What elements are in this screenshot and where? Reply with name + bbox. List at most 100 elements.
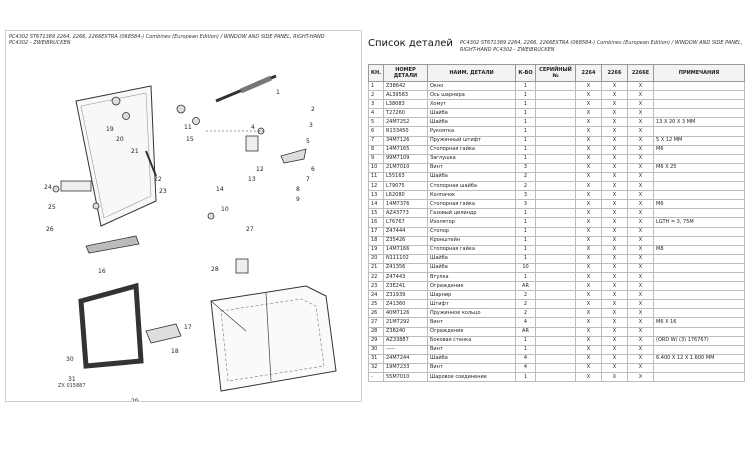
cell-applies-2266: X bbox=[601, 108, 628, 119]
cell-quantity: 1 bbox=[515, 253, 536, 264]
cell-applies-2266: X bbox=[601, 208, 628, 219]
cell-applies-2266e: X bbox=[627, 281, 654, 292]
cell-applies-2266e: X bbox=[627, 344, 654, 355]
cell-applies-2264: X bbox=[575, 244, 602, 255]
cell-part-number: Z38642 bbox=[383, 80, 428, 92]
cell-serial bbox=[535, 290, 576, 301]
cell-notes bbox=[653, 308, 745, 319]
cell-serial bbox=[535, 190, 576, 201]
cell-applies-2266e: X bbox=[627, 217, 654, 228]
cell-serial bbox=[535, 299, 576, 310]
cell-applies-2264: X bbox=[575, 308, 602, 319]
cell-part-number: R133450 bbox=[383, 126, 428, 137]
cell-notes bbox=[653, 235, 745, 246]
cell-quantity: 1 bbox=[515, 90, 536, 101]
handle bbox=[280, 148, 307, 164]
cell-applies-2264: X bbox=[575, 199, 602, 210]
cell-part-number: 14M7166 bbox=[383, 244, 428, 255]
cell-part-number: 34M7126 bbox=[383, 135, 428, 146]
cell-serial bbox=[535, 199, 576, 210]
cell-applies-2266e: X bbox=[627, 208, 654, 219]
pin-lower bbox=[52, 185, 60, 193]
parts-table: КН. НОМЕР ДЕТАЛИ НАИМ. ДЕТАЛИ К-ВО СЕРИЙ… bbox=[368, 64, 745, 383]
cell-serial bbox=[535, 217, 576, 228]
cell-applies-2266: X bbox=[601, 171, 628, 183]
cell-part-name: Изолятор bbox=[427, 217, 516, 228]
cell-notes: M6 bbox=[653, 144, 745, 155]
cell-part-name: Пружинный штифт bbox=[427, 135, 516, 146]
cell-applies-2266: X bbox=[601, 99, 628, 110]
cell-part-name: Шайба bbox=[427, 108, 516, 119]
cell-quantity: 10 bbox=[515, 262, 536, 273]
cell-serial bbox=[535, 271, 576, 283]
cell-serial bbox=[535, 90, 576, 101]
callout-8: 8 bbox=[296, 186, 300, 193]
callout-10: 10 bbox=[221, 206, 229, 213]
cell-part-number: 24M7252 bbox=[383, 117, 428, 128]
cell-quantity: 1 bbox=[515, 99, 536, 110]
cell-applies-2264: X bbox=[575, 326, 602, 337]
cell-applies-2266e: X bbox=[627, 299, 654, 310]
cell-applies-2264: X bbox=[575, 217, 602, 228]
cell-applies-2266e: X bbox=[627, 244, 654, 255]
cell-serial bbox=[535, 281, 576, 292]
cell-part-name: Окно bbox=[427, 80, 516, 92]
col-header-name: НАИМ. ДЕТАЛИ bbox=[427, 64, 516, 82]
cell-applies-2264: X bbox=[575, 80, 602, 92]
callout-2: 2 bbox=[311, 106, 315, 113]
cell-applies-2266: X bbox=[601, 317, 628, 328]
cell-part-number: Z41356 bbox=[383, 262, 428, 273]
callout-27: 27 bbox=[246, 226, 254, 233]
cell-applies-2264: X bbox=[575, 162, 602, 173]
cell-serial bbox=[535, 144, 576, 155]
callout-15: 15 bbox=[186, 136, 194, 143]
cell-serial bbox=[535, 171, 576, 183]
cell-applies-2266e: X bbox=[627, 135, 654, 146]
cell-quantity: AR bbox=[515, 281, 536, 292]
cell-serial bbox=[535, 126, 576, 137]
callout-1: 1 bbox=[276, 89, 280, 96]
cell-part-number: N111102 bbox=[383, 253, 428, 264]
cell-applies-2266e: X bbox=[627, 181, 654, 192]
cell-part-number: AZ43773 bbox=[383, 208, 428, 219]
cell-notes bbox=[653, 371, 745, 383]
callout-3: 3 bbox=[309, 122, 313, 129]
cell-applies-2266: X bbox=[601, 299, 628, 310]
cell-applies-2266e: X bbox=[627, 290, 654, 301]
cell-applies-2266: X bbox=[601, 226, 628, 237]
cab-post bbox=[265, 292, 272, 382]
callout-21: 21 bbox=[131, 148, 139, 155]
cell-quantity: 1 bbox=[515, 335, 536, 346]
cell-part-name: Шайба bbox=[427, 262, 516, 273]
cell-part-name: Шарнир bbox=[427, 290, 516, 301]
col-header-2266e: 2266E bbox=[627, 64, 654, 82]
cell-part-name: Стопорная шайба bbox=[427, 181, 516, 192]
cell-applies-2266e: X bbox=[627, 371, 654, 383]
cell-row-no: 14 bbox=[368, 199, 384, 210]
insulator-strip bbox=[85, 235, 140, 254]
cell-applies-2266e: X bbox=[627, 253, 654, 264]
cell-applies-2264: X bbox=[575, 353, 602, 364]
col-header-2266: 2266 bbox=[601, 64, 628, 82]
col-header-2264: 2264 bbox=[575, 64, 602, 82]
cell-part-number: AZ33887 bbox=[383, 335, 428, 346]
cell-applies-2266e: X bbox=[627, 80, 654, 92]
cell-applies-2266e: X bbox=[627, 308, 654, 319]
cell-quantity: 1 bbox=[515, 226, 536, 237]
cell-applies-2266: X bbox=[601, 353, 628, 364]
cell-quantity: 1 bbox=[515, 244, 536, 255]
cell-notes bbox=[653, 208, 745, 219]
cell-part-name: Кронштейн bbox=[427, 235, 516, 246]
cell-part-name: Заглушка bbox=[427, 153, 516, 164]
guard-frame bbox=[78, 282, 144, 369]
